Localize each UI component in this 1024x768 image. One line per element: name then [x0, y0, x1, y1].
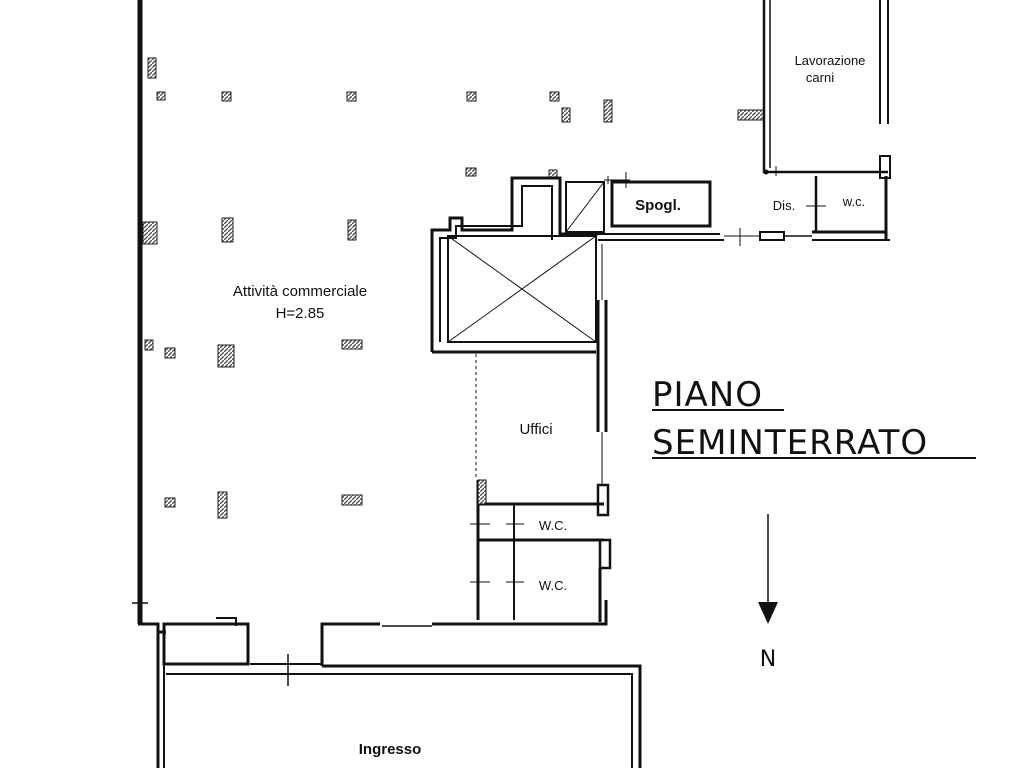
main-hall-walls: [132, 0, 642, 768]
lavorazione-label-line2: carni: [806, 70, 834, 85]
north-arrow-icon: [758, 514, 778, 624]
plan-title-line1: PIANO: [652, 375, 763, 415]
main-room-label: Attività commerciale: [233, 283, 367, 300]
wc-top-label: w.c.: [842, 194, 865, 209]
north-label: N: [760, 647, 776, 672]
central-core: [430, 172, 630, 354]
ingresso-label: Ingresso: [359, 741, 422, 758]
wc-label-2: W.C.: [539, 578, 567, 593]
spogl-label: Spogl.: [635, 197, 681, 214]
uffici-area-walls: [470, 244, 612, 622]
pillars: [142, 57, 765, 519]
upper-right-walls: [598, 0, 891, 246]
main-room-height: H=2.85: [276, 305, 325, 322]
dis-label: Dis.: [773, 198, 795, 213]
lavorazione-label-line1: Lavorazione: [795, 53, 866, 68]
wc-label-1: W.C.: [539, 518, 567, 533]
plan-title-line2: SEMINTERRATO: [652, 423, 928, 463]
uffici-label: Uffici: [519, 421, 552, 438]
